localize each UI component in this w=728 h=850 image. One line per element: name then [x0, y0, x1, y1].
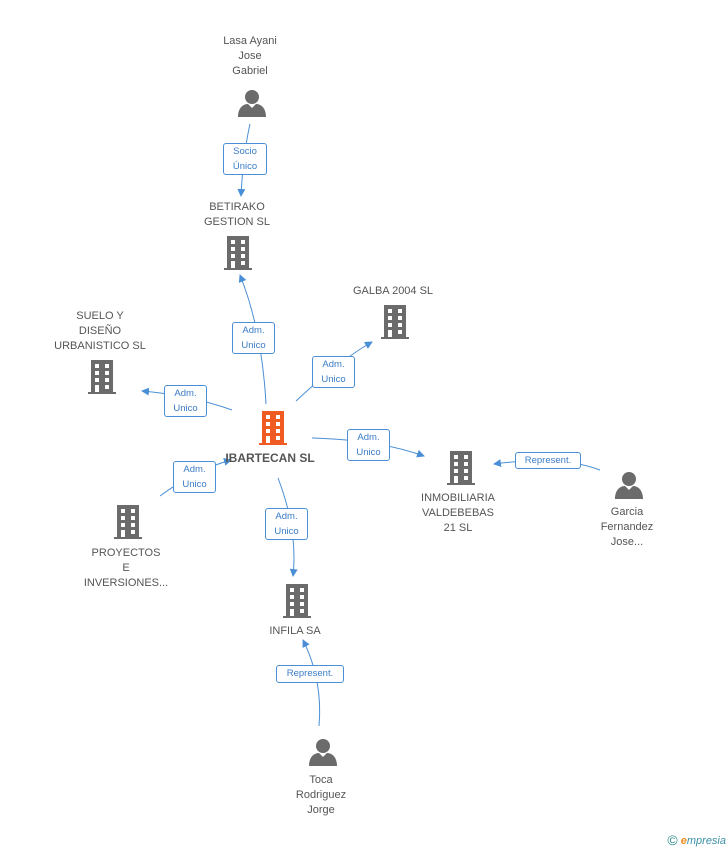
copyright-icon: ©	[667, 832, 678, 848]
edge-label-ibartecan-to-infila[interactable]: Adm. Unico	[265, 508, 308, 540]
node-label-proyectos[interactable]: PROYECTOS E INVERSIONES...	[83, 547, 169, 589]
edge-label-proyectos-to-ibartecan[interactable]: Adm. Unico	[173, 461, 216, 493]
edge-label-garcia-to-inmobiliaria[interactable]: Represent.	[515, 452, 581, 469]
building-icon[interactable]	[88, 360, 116, 394]
brand-logo-initial: e	[680, 835, 687, 847]
building-icon[interactable]	[224, 236, 252, 270]
edge-label-ibartecan-to-suelo[interactable]: Adm. Unico	[164, 385, 207, 417]
node-label-suelo[interactable]: SUELO Y DISEÑO URBANISTICO SL	[54, 310, 146, 352]
building-icon[interactable]	[259, 411, 287, 445]
node-label-lasa[interactable]: Lasa Ayani Jose Gabriel	[223, 35, 277, 77]
edge-label-lasa-to-betirako[interactable]: Socio Único	[223, 143, 267, 175]
footer-brand[interactable]: © empresia	[667, 832, 726, 848]
node-label-galba[interactable]: GALBA 2004 SL	[352, 285, 434, 297]
edge-label-ibartecan-to-inmobiliaria[interactable]: Adm. Unico	[347, 429, 390, 461]
building-icon[interactable]	[447, 451, 475, 485]
node-label-infila[interactable]: INFILA SA	[269, 625, 321, 637]
edge-label-toca-to-infila[interactable]: Represent.	[276, 665, 344, 683]
building-icon[interactable]	[381, 305, 409, 339]
brand-name: mpresia	[686, 835, 726, 847]
edge-label-ibartecan-to-galba[interactable]: Adm. Unico	[312, 356, 355, 388]
node-label-inmobiliaria[interactable]: INMOBILIARIA VALDEBEBAS 21 SL	[421, 492, 495, 534]
building-icon[interactable]	[283, 584, 311, 618]
node-label-toca[interactable]: Toca Rodriguez Jorge	[295, 774, 347, 816]
edge-label-ibartecan-to-betirako[interactable]: Adm. Unico	[232, 322, 275, 354]
node-label-betirako[interactable]: BETIRAKO GESTION SL	[203, 201, 271, 228]
person-icon[interactable]	[238, 90, 266, 117]
node-label-ibartecan[interactable]: IBARTECAN SL	[225, 451, 315, 465]
person-icon[interactable]	[309, 739, 337, 766]
person-icon[interactable]	[615, 472, 643, 499]
building-icon[interactable]	[114, 505, 142, 539]
edge-toca-to-infila	[302, 639, 321, 727]
node-label-garcia[interactable]: Garcia Fernandez Jose...	[600, 506, 654, 548]
